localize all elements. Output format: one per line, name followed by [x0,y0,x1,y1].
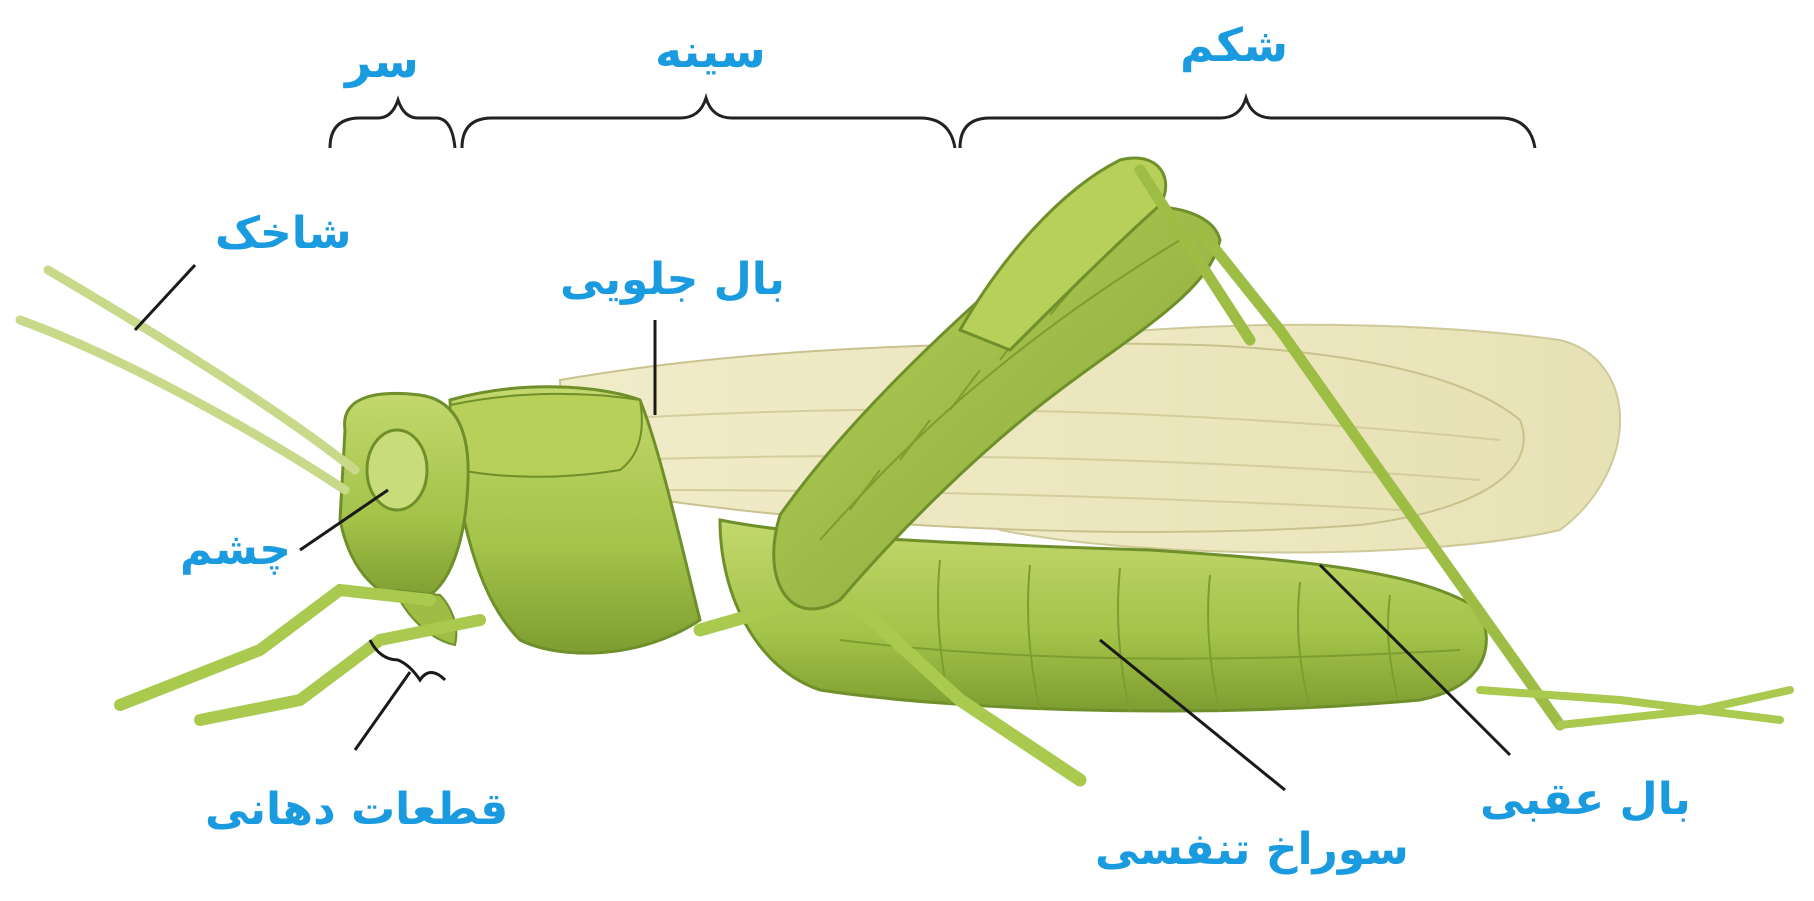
antennae [20,270,355,490]
label-antenna: شاخک [215,212,352,256]
section-label-thorax: سینه [655,28,766,74]
section-label-abdomen: شکم [1180,22,1288,68]
mouthparts-leader [355,672,410,750]
label-mouthparts: قطعات دهانی [205,788,508,832]
section-braces [330,98,1535,148]
abdomen-brace [960,98,1535,148]
head-brace [330,100,455,148]
label-eye: چشم [180,528,291,572]
label-spiracle: سوراخ تنفسی [1095,828,1409,872]
thorax-brace [462,98,955,148]
section-label-head: سر [345,38,419,84]
pronotum [450,394,642,477]
antenna-leader [135,265,195,330]
label-forewing: بال جلویی [560,258,785,302]
label-hindwing: بال عقبی [1480,778,1691,822]
hind-tarsi [1480,690,1790,725]
